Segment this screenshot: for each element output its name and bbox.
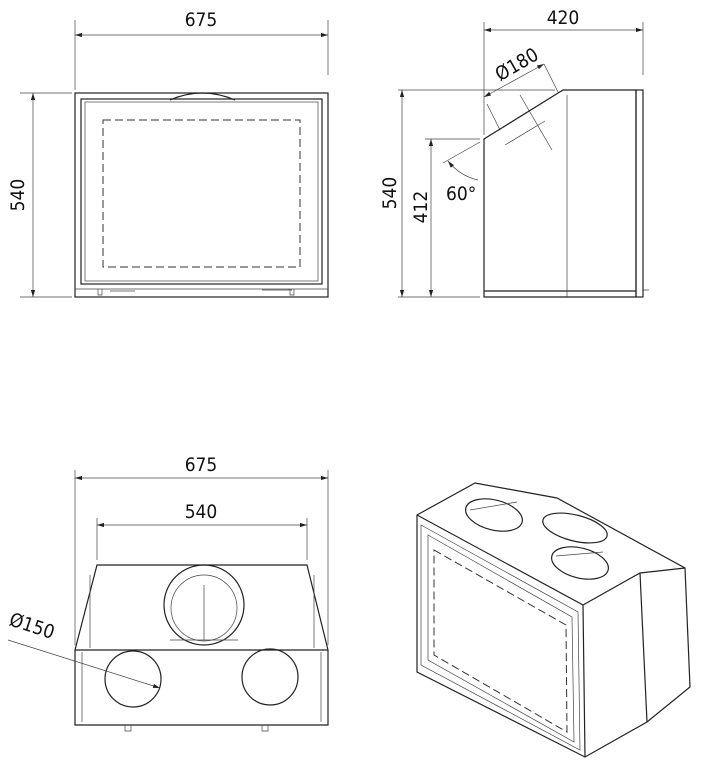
front-view: 675 540: [7, 9, 329, 298]
height-dimension-label: 540: [379, 177, 401, 210]
flue-diameter-label: Ø180: [492, 44, 543, 86]
top-view: 675 540 Ø150: [7, 454, 329, 732]
inner-width-dimension-label: 540: [185, 501, 218, 523]
front-height-dimension-label: 412: [410, 191, 432, 224]
stove-outline: [74, 92, 329, 298]
width-dimension-label: 675: [185, 9, 218, 31]
duct-opening-right: [241, 648, 299, 706]
duct-opening-left: [104, 650, 162, 708]
height-dimension-label: 540: [7, 179, 29, 212]
depth-dimension-label: 420: [547, 7, 580, 29]
duct-diameter-label: Ø150: [7, 609, 58, 644]
width-dimension-label: 675: [185, 454, 218, 476]
iso-outline: [416, 482, 691, 758]
isometric-view: [416, 482, 691, 758]
glass-area: [102, 119, 301, 268]
angle-label: 60°: [446, 183, 476, 205]
side-outline: [483, 89, 637, 298]
flue-opening: [163, 564, 245, 646]
side-view: 420 540 412 60° Ø180: [379, 7, 649, 298]
